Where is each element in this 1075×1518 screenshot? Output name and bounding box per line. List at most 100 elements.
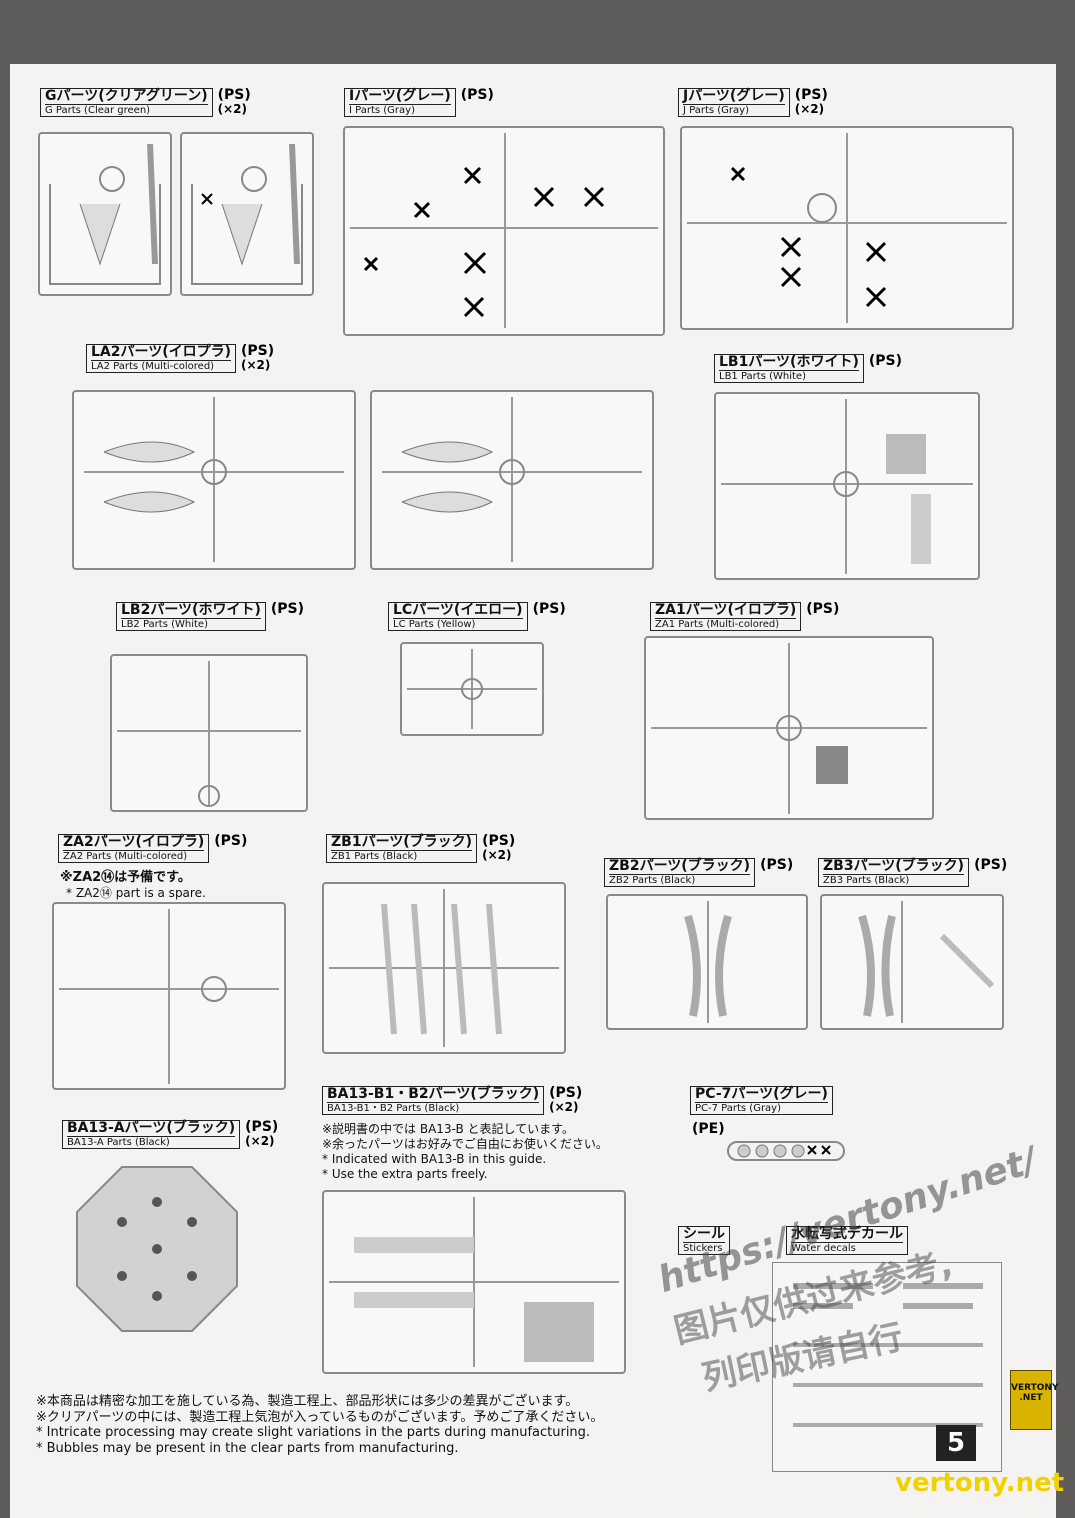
lb2-parts-header: LB2パーツ(ホワイト)LB2 Parts (White) (PS)	[116, 601, 304, 631]
zb2-parts-material: (PS)	[760, 857, 794, 873]
za1-runner	[644, 636, 934, 820]
footnotes: ※本商品は精密な加工を施している為、製造工程上、部品形状には多少の差異がございま…	[36, 1394, 603, 1456]
za2-runner	[52, 902, 286, 1090]
ba13b-notes: ※説明書の中では BA13-B と表記しています。 ※余ったパーツはお好みでご自…	[322, 1122, 608, 1182]
ba13a-base-drawing	[72, 1162, 242, 1336]
lb1-parts-title: LB1パーツ(ホワイト)	[719, 354, 859, 370]
zb3-parts-subtitle: ZB3 Parts (Black)	[823, 874, 965, 886]
ba13b-parts-material: (PS)	[549, 1085, 583, 1101]
g-runner-1	[38, 132, 172, 296]
j-runner	[680, 126, 1014, 330]
zb2-runner	[606, 894, 808, 1030]
lb2-runner	[110, 654, 308, 812]
ba13a-parts-qty: (×2)	[245, 1134, 275, 1149]
za2-note-jp: ※ZA2⑭は予備です。	[60, 870, 191, 885]
j-parts-qty: (×2)	[794, 102, 825, 117]
g-parts-subtitle: G Parts (Clear green)	[45, 104, 208, 116]
g-parts-qty: (×2)	[217, 102, 247, 117]
i-parts-title: Iパーツ(グレー)	[349, 88, 451, 104]
la2-parts-header: LA2パーツ(イロプラ)LA2 Parts (Multi-colored) (P…	[86, 343, 275, 373]
la2-runner-1	[72, 390, 356, 570]
footnote-2: ※クリアパーツの中には、製造工程上気泡が入っているものがございます。予めご了承く…	[36, 1409, 604, 1425]
zb1-runner	[322, 882, 566, 1054]
zb1-parts-title: ZB1パーツ(ブラック)	[331, 834, 473, 850]
i-parts-material: (PS)	[460, 87, 494, 103]
i-runner	[343, 126, 665, 336]
lb1-parts-header: LB1パーツ(ホワイト)LB1 Parts (White) (PS)	[714, 353, 902, 383]
za2-parts-header: ZA2パーツ(イロプラ)ZA2 Parts (Multi-colored) (P…	[58, 833, 248, 863]
pc7-parts-subtitle: PC-7 Parts (Gray)	[695, 1102, 828, 1114]
za1-parts-title: ZA1パーツ(イロプラ)	[655, 602, 797, 618]
za1-parts-subtitle: ZA1 Parts (Multi-colored)	[655, 618, 797, 630]
la2-runner-2	[370, 390, 654, 570]
la2-parts-material: (PS)	[241, 343, 275, 359]
ba13b-runner	[322, 1190, 626, 1374]
g-parts-material: (PS)	[217, 87, 251, 103]
zb2-parts-subtitle: ZB2 Parts (Black)	[609, 874, 751, 886]
la2-parts-subtitle: LA2 Parts (Multi-colored)	[91, 360, 232, 372]
i-parts-subtitle: I Parts (Gray)	[349, 104, 451, 116]
za2-parts-material: (PS)	[214, 833, 248, 849]
zb1-parts-header: ZB1パーツ(ブラック)ZB1 Parts (Black) (PS)(×2)	[326, 833, 516, 863]
page-number: 5	[936, 1425, 976, 1461]
ba13b-note-4: * Use the extra parts freely.	[322, 1167, 488, 1181]
za1-parts-material: (PS)	[806, 601, 840, 617]
ba13a-parts-material: (PS)	[245, 1119, 279, 1135]
lb2-parts-subtitle: LB2 Parts (White)	[121, 618, 261, 630]
zb1-parts-subtitle: ZB1 Parts (Black)	[331, 850, 473, 862]
sticker-subtitle: Stickers	[683, 1242, 725, 1254]
zb3-runner	[820, 894, 1004, 1030]
za1-parts-header: ZA1パーツ(イロプラ)ZA1 Parts (Multi-colored) (P…	[650, 601, 840, 631]
ba13b-note-1: ※説明書の中では BA13-B と表記しています。	[322, 1122, 574, 1136]
lc-parts-subtitle: LC Parts (Yellow)	[393, 618, 523, 630]
lc-parts-material: (PS)	[532, 601, 566, 617]
lb1-parts-subtitle: LB1 Parts (White)	[719, 370, 859, 382]
footnote-3: * Intricate processing may create slight…	[36, 1425, 591, 1441]
ba13a-parts-subtitle: BA13-A Parts (Black)	[67, 1136, 236, 1148]
zb1-parts-material: (PS)	[482, 833, 516, 849]
za2-note-en: * ZA2⑭ part is a spare.	[66, 886, 206, 900]
zb3-parts-header: ZB3パーツ(ブラック)ZB3 Parts (Black) (PS)	[818, 857, 1008, 887]
zb3-parts-title: ZB3パーツ(ブラック)	[823, 858, 965, 874]
j-parts-subtitle: J Parts (Gray)	[683, 104, 785, 116]
ba13b-note-2: ※余ったパーツはお好みでご自由にお使いください。	[322, 1137, 608, 1151]
footnote-1: ※本商品は精密な加工を施している為、製造工程上、部品形状には多少の差異がございま…	[36, 1394, 579, 1409]
ba13a-parts-header: BA13-Aパーツ(ブラック)BA13-A Parts (Black) (PS)…	[62, 1119, 279, 1149]
lc-parts-header: LCパーツ(イエロー)LC Parts (Yellow) (PS)	[388, 601, 566, 631]
footnote-4: * Bubbles may be present in the clear pa…	[36, 1440, 459, 1456]
j-parts-title: Jパーツ(グレー)	[683, 88, 785, 104]
ba13b-note-3: * Indicated with BA13-B in this guide.	[322, 1152, 547, 1166]
manual-page: Gパーツ(クリアグリーン)G Parts (Clear green) (PS)(…	[10, 64, 1056, 1518]
decal-title: 水転写式デカール	[791, 1226, 903, 1242]
zb2-parts-header: ZB2パーツ(ブラック)ZB2 Parts (Black) (PS)	[604, 857, 794, 887]
za2-parts-title: ZA2パーツ(イロプラ)	[63, 834, 205, 850]
ba13b-parts-title: BA13-B1・B2パーツ(ブラック)	[327, 1086, 540, 1102]
zb3-parts-material: (PS)	[974, 857, 1008, 873]
j-parts-header: Jパーツ(グレー)J Parts (Gray) (PS)(×2)	[678, 87, 828, 117]
j-parts-material: (PS)	[794, 87, 828, 103]
pc7-parts-material: (PE)	[692, 1121, 725, 1137]
watermark-site: vertony.net	[895, 1468, 1065, 1498]
lb1-parts-material: (PS)	[868, 353, 902, 369]
zb2-parts-title: ZB2パーツ(ブラック)	[609, 858, 751, 874]
za2-parts-subtitle: ZA2 Parts (Multi-colored)	[63, 850, 205, 862]
g-parts-title: Gパーツ(クリアグリーン)	[45, 88, 208, 104]
la2-parts-title: LA2パーツ(イロプラ)	[91, 344, 232, 360]
g-runner-2	[180, 132, 314, 296]
ba13a-parts-title: BA13-Aパーツ(ブラック)	[67, 1120, 236, 1136]
pc7-parts-title: PC-7パーツ(グレー)	[695, 1086, 828, 1102]
decal-subtitle: Water decals	[791, 1242, 903, 1254]
ba13b-parts-header: BA13-B1・B2パーツ(ブラック)BA13-B1・B2 Parts (Bla…	[322, 1085, 583, 1115]
la2-parts-qty: (×2)	[241, 358, 271, 373]
lb2-parts-material: (PS)	[270, 601, 304, 617]
i-parts-header: Iパーツ(グレー)I Parts (Gray) (PS)	[344, 87, 494, 117]
sticker-title: シール	[683, 1226, 725, 1242]
pc7-runner	[726, 1138, 846, 1164]
zb1-parts-qty: (×2)	[482, 848, 512, 863]
lc-runner	[400, 642, 544, 736]
g-parts-header: Gパーツ(クリアグリーン)G Parts (Clear green) (PS)(…	[40, 87, 251, 117]
ba13b-parts-qty: (×2)	[549, 1100, 579, 1115]
ba13b-parts-subtitle: BA13-B1・B2 Parts (Black)	[327, 1102, 540, 1114]
